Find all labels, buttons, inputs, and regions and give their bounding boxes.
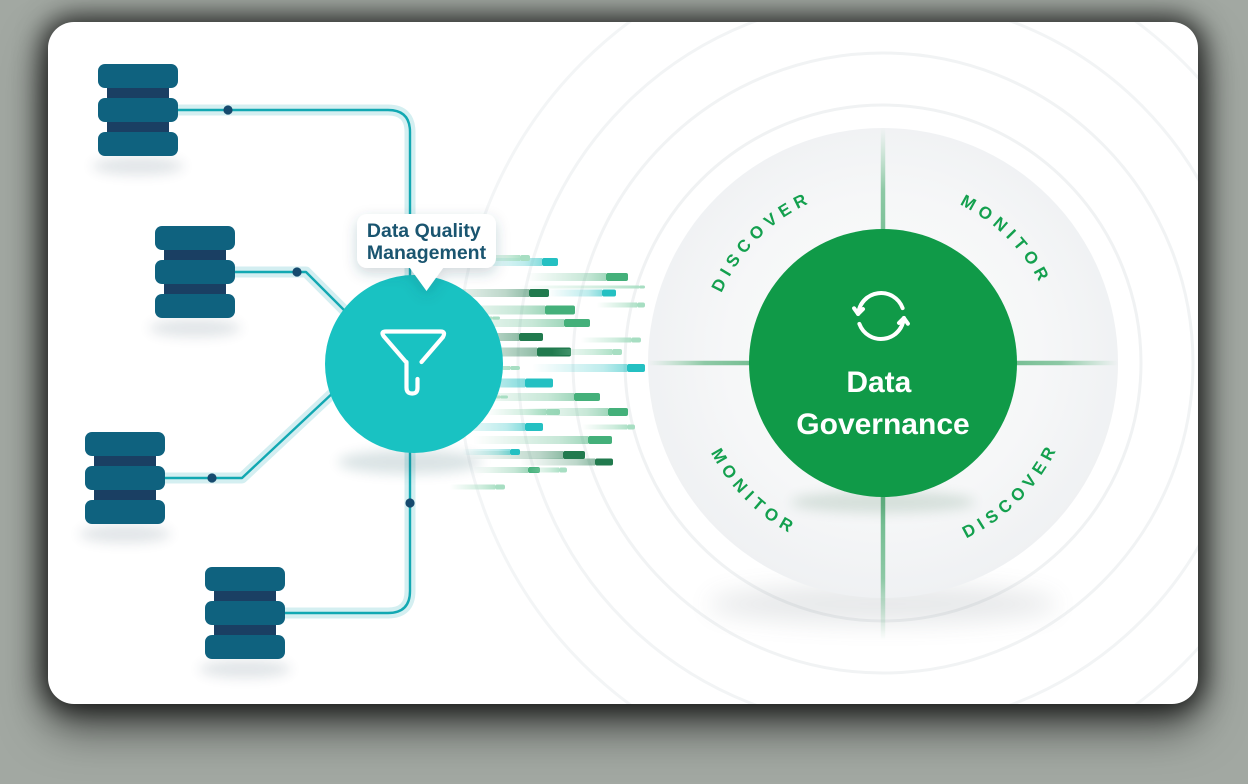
stream-particle-head	[627, 364, 645, 372]
database-icon-1	[98, 64, 178, 156]
stream-particle-tail	[450, 423, 525, 431]
stream-particle-head	[563, 451, 585, 459]
stream-particle-head	[631, 337, 641, 343]
dqm-label-text: Data Quality Management	[367, 220, 487, 264]
connector-dot-2	[292, 267, 302, 277]
stream-particle-head	[500, 395, 508, 399]
stream-particle-head	[588, 436, 612, 444]
connector-lines	[154, 104, 416, 619]
stream-particle-tail	[597, 302, 637, 308]
connector-dot-1	[223, 105, 233, 115]
connector-dot-3	[207, 473, 217, 483]
stream-particle-head	[510, 449, 520, 455]
dqm-label	[357, 214, 496, 291]
funnel-circle	[325, 275, 503, 453]
stream-particle-tail	[527, 467, 559, 473]
stream-particle-head	[525, 423, 543, 431]
stream-particle-head	[529, 289, 549, 297]
database-icon-3	[85, 432, 165, 524]
stream-particle-tail	[523, 408, 608, 416]
stream-particle-tail	[520, 458, 595, 466]
stream-particle-tail	[532, 364, 627, 372]
stream-particle-head	[510, 366, 520, 370]
stream-particle-head	[564, 319, 590, 327]
stream-particle-head	[606, 273, 628, 281]
database-shadows	[79, 157, 291, 678]
governance-circle	[749, 229, 1017, 497]
funnel-circle-shadow	[338, 450, 482, 474]
stream-particle-head	[627, 424, 635, 430]
stream-particle-tail	[473, 467, 528, 473]
stream-particle-head	[492, 316, 500, 320]
stream-particle-head	[519, 333, 543, 341]
stream-particle-tail	[462, 449, 510, 455]
connector-line-2	[224, 266, 358, 324]
stream-particle-tail	[519, 285, 639, 289]
stream-particle-head	[608, 408, 628, 416]
illustration-card: DISCOVER MONITOR MONITOR DISCOVER	[48, 22, 1198, 704]
connector-line-3	[154, 384, 342, 484]
sync-icon	[852, 291, 910, 341]
stream-particle-head	[525, 378, 553, 388]
stream-particle-tail	[469, 393, 574, 401]
stream-particle-tail	[450, 484, 495, 490]
stream-particle-tail	[475, 255, 520, 261]
stream-particle-head	[574, 393, 600, 401]
stream-particle-tail	[440, 305, 545, 315]
stream-particle-head	[602, 289, 616, 297]
stream-particle-head	[545, 305, 575, 315]
stream-particle-head	[595, 458, 613, 466]
stream-particle-head	[495, 484, 505, 490]
stream-particle-tail	[472, 258, 542, 266]
connector-dots	[207, 105, 415, 508]
stream-particle-head	[637, 302, 645, 308]
connector-dot-4	[405, 498, 415, 508]
stream-particle-tail	[581, 337, 631, 343]
stream-particle-head	[559, 467, 567, 473]
funnel-icon	[380, 329, 447, 396]
illustration-svg: DISCOVER MONITOR MONITOR DISCOVER	[79, 22, 1198, 704]
stream-particle-head	[520, 255, 530, 261]
stream-particle-tail	[486, 409, 546, 415]
stream-particle-tail	[547, 289, 602, 297]
stream-particle-tail	[526, 273, 606, 281]
database-icon-4	[205, 567, 285, 659]
stream-particle-tail	[439, 319, 564, 327]
stream-particle-head	[612, 349, 622, 355]
stream-particle-head	[542, 258, 558, 266]
stream-particle-head	[639, 285, 645, 289]
stream-particle-tail	[582, 424, 627, 430]
database-icon-2	[155, 226, 235, 318]
stream-particle-tail	[552, 349, 612, 355]
stream-particle-tail	[473, 436, 588, 444]
governance-circle-shadow	[791, 491, 975, 513]
governance-title: Data Governance	[796, 366, 969, 441]
stream-particle-tail	[434, 289, 529, 297]
